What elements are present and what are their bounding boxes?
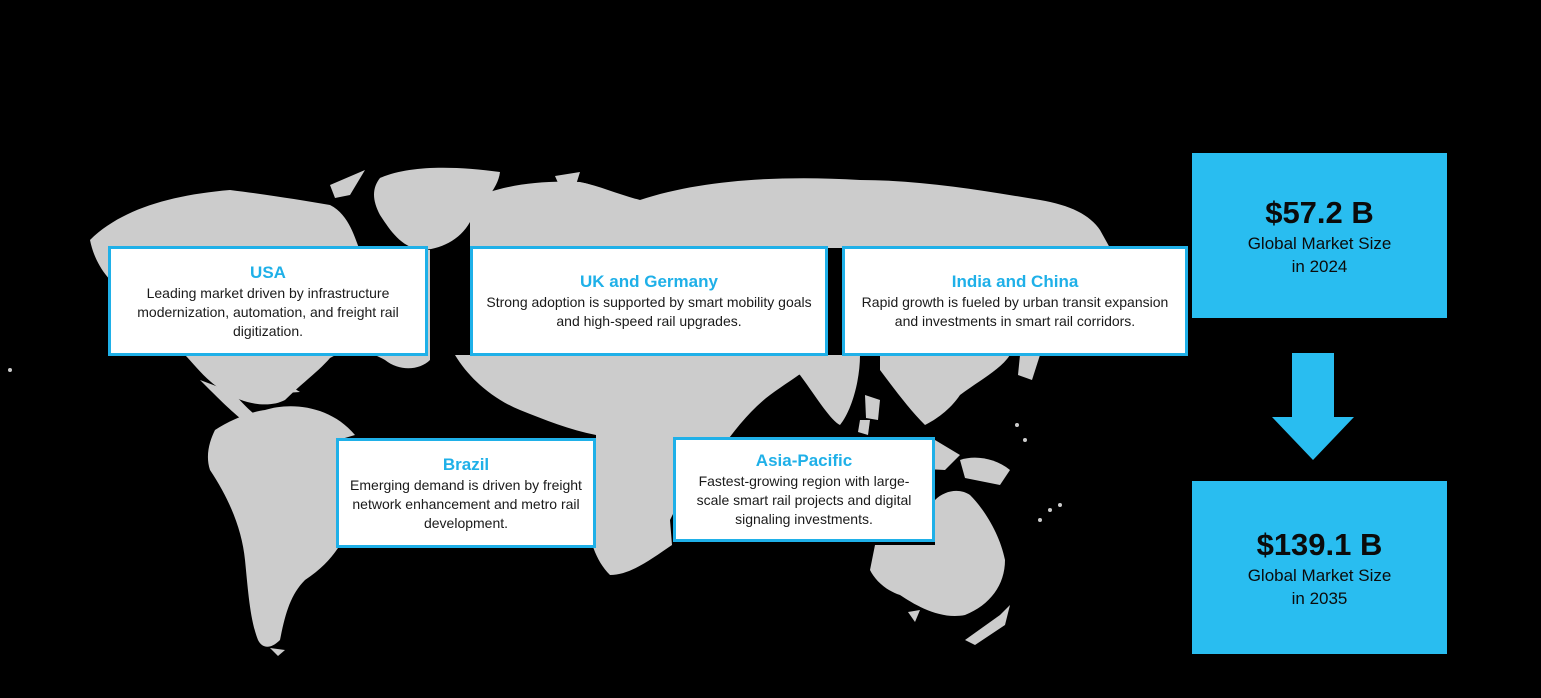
region-title: Brazil: [442, 454, 490, 474]
market-size-2035-value: $139.1 B: [1256, 526, 1383, 562]
region-description: Leading market driven by infrastructure …: [137, 284, 399, 339]
market-size-2024-value: $57.2 B: [1265, 194, 1374, 230]
africa: [455, 355, 820, 575]
south-america: [207, 406, 355, 647]
greenland: [374, 167, 500, 250]
asia: [640, 178, 1110, 248]
callout-india-china: India and China Rapid growth is fueled b…: [842, 246, 1188, 356]
market-size-2035-label: Global Market Size: [1247, 565, 1392, 585]
region-title: USA: [250, 262, 286, 282]
region-title: Asia-Pacific: [755, 451, 853, 470]
landmasses: [8, 167, 1110, 656]
region-description: Strong adoption is supported by smart mo…: [486, 294, 812, 329]
region-title: UK and Germany: [580, 272, 718, 291]
region-description: Rapid growth is fueled by urban transit …: [861, 294, 1169, 329]
australia: [870, 490, 1005, 616]
market-size-2024-label: Global Market Size: [1247, 233, 1392, 253]
india: [750, 355, 860, 425]
region-title: India and China: [951, 272, 1079, 291]
market-size-2035-year: in 2035: [1291, 588, 1348, 608]
market-size-2035-panel: $139.1 B Global Market Size in 2035: [1192, 481, 1447, 654]
callout-brazil: Brazil Emerging demand is driven by frei…: [336, 438, 596, 548]
market-size-2024-year: in 2024: [1291, 256, 1348, 276]
market-size-2024-panel: $57.2 B Global Market Size in 2024: [1192, 153, 1447, 318]
arrow-down-icon: [1272, 353, 1354, 460]
callout-usa: USA Leading market driven by infrastruct…: [108, 246, 428, 356]
callout-asia-pacific: Asia-Pacific Fastest-growing region with…: [673, 437, 935, 542]
region-description: Fastest-growing region with large-scale …: [696, 473, 912, 527]
southeast-asia: [880, 355, 1010, 425]
callout-uk-germany: UK and Germany Strong adoption is suppor…: [470, 246, 828, 356]
region-description: Emerging demand is driven by freight net…: [350, 476, 582, 531]
